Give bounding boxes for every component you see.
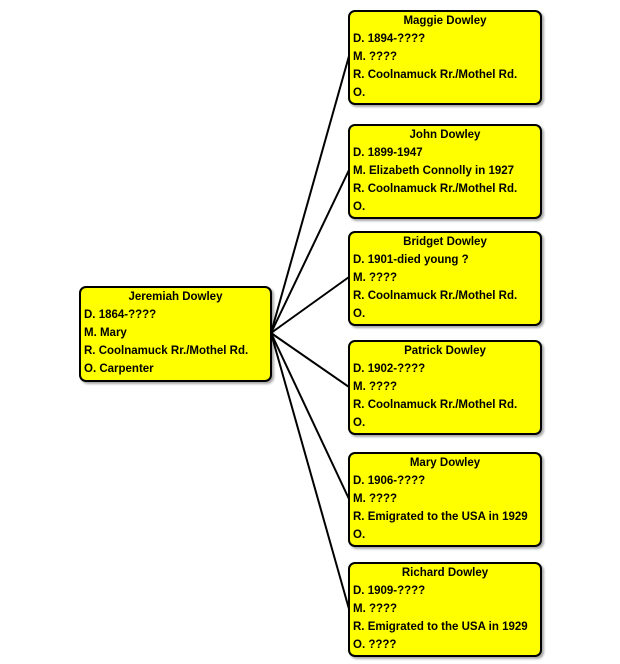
dates-field: D. 1894-???? xyxy=(353,33,426,45)
connector-john xyxy=(270,169,350,334)
residence-field: R. Coolnamuck Rr./Mothel Rd. xyxy=(353,69,518,81)
dates-field: D. 1909-???? xyxy=(353,585,426,597)
married-field: M. ???? xyxy=(353,493,398,505)
person-name: Maggie Dowley xyxy=(403,15,487,27)
person-name: John Dowley xyxy=(409,129,481,141)
child-card-patrick: Patrick Dowley D. 1902-???? M. ???? R. C… xyxy=(348,340,542,435)
occupation-field: O. xyxy=(353,201,366,213)
person-name: Bridget Dowley xyxy=(403,236,487,248)
dates-field: D. 1902-???? xyxy=(353,363,426,375)
child-card-bridget: Bridget Dowley D. 1901-died young ? M. ?… xyxy=(348,231,542,326)
child-card-maggie: Maggie Dowley D. 1894-???? M. ???? R. Co… xyxy=(348,10,542,105)
person-name: Jeremiah Dowley xyxy=(128,291,223,303)
connector-mary xyxy=(270,332,350,500)
person-name: Patrick Dowley xyxy=(404,345,486,357)
residence-field: R. Coolnamuck Rr./Mothel Rd. xyxy=(353,399,518,411)
married-field: M. Mary xyxy=(84,327,127,339)
person-name: Mary Dowley xyxy=(409,457,481,469)
child-card-richard: Richard Dowley D. 1909-???? M. ???? R. E… xyxy=(348,562,542,657)
occupation-field: O. xyxy=(353,529,366,541)
child-card-john: John Dowley D. 1899-1947 M. Elizabeth Co… xyxy=(348,124,542,219)
married-field: M. ???? xyxy=(353,272,398,284)
connector-bridget xyxy=(270,276,350,334)
parent-card: Jeremiah Dowley D. 1864-???? M. Mary R. … xyxy=(79,286,272,382)
residence-field: R. Coolnamuck Rr./Mothel Rd. xyxy=(84,345,249,357)
married-field: M. ???? xyxy=(353,381,398,393)
occupation-field: O. xyxy=(353,87,366,99)
occupation-field: O. xyxy=(353,417,366,429)
connector-richard xyxy=(270,332,350,610)
occupation-field: O. ???? xyxy=(353,639,397,651)
residence-field: R. Emigrated to the USA in 1929 xyxy=(353,621,528,633)
occupation-field: O. Carpenter xyxy=(84,363,154,375)
residence-field: R. Emigrated to the USA in 1929 xyxy=(353,511,528,523)
married-field: M. ???? xyxy=(353,603,398,615)
occupation-field: O. xyxy=(353,308,366,320)
residence-field: R. Coolnamuck Rr./Mothel Rd. xyxy=(353,290,518,302)
dates-field: D. 1899-1947 xyxy=(353,147,423,159)
dates-field: D. 1901-died young ? xyxy=(353,254,469,266)
residence-field: R. Coolnamuck Rr./Mothel Rd. xyxy=(353,183,518,195)
person-name: Richard Dowley xyxy=(401,567,489,579)
married-field: M. Elizabeth Connolly in 1927 xyxy=(353,165,515,177)
child-card-mary: Mary Dowley D. 1906-???? M. ???? R. Emig… xyxy=(348,452,542,547)
dates-field: D. 1906-???? xyxy=(353,475,426,487)
married-field: M. ???? xyxy=(353,51,398,63)
connector-maggie xyxy=(270,55,350,334)
dates-field: D. 1864-???? xyxy=(84,309,157,321)
connector-patrick xyxy=(270,332,350,388)
